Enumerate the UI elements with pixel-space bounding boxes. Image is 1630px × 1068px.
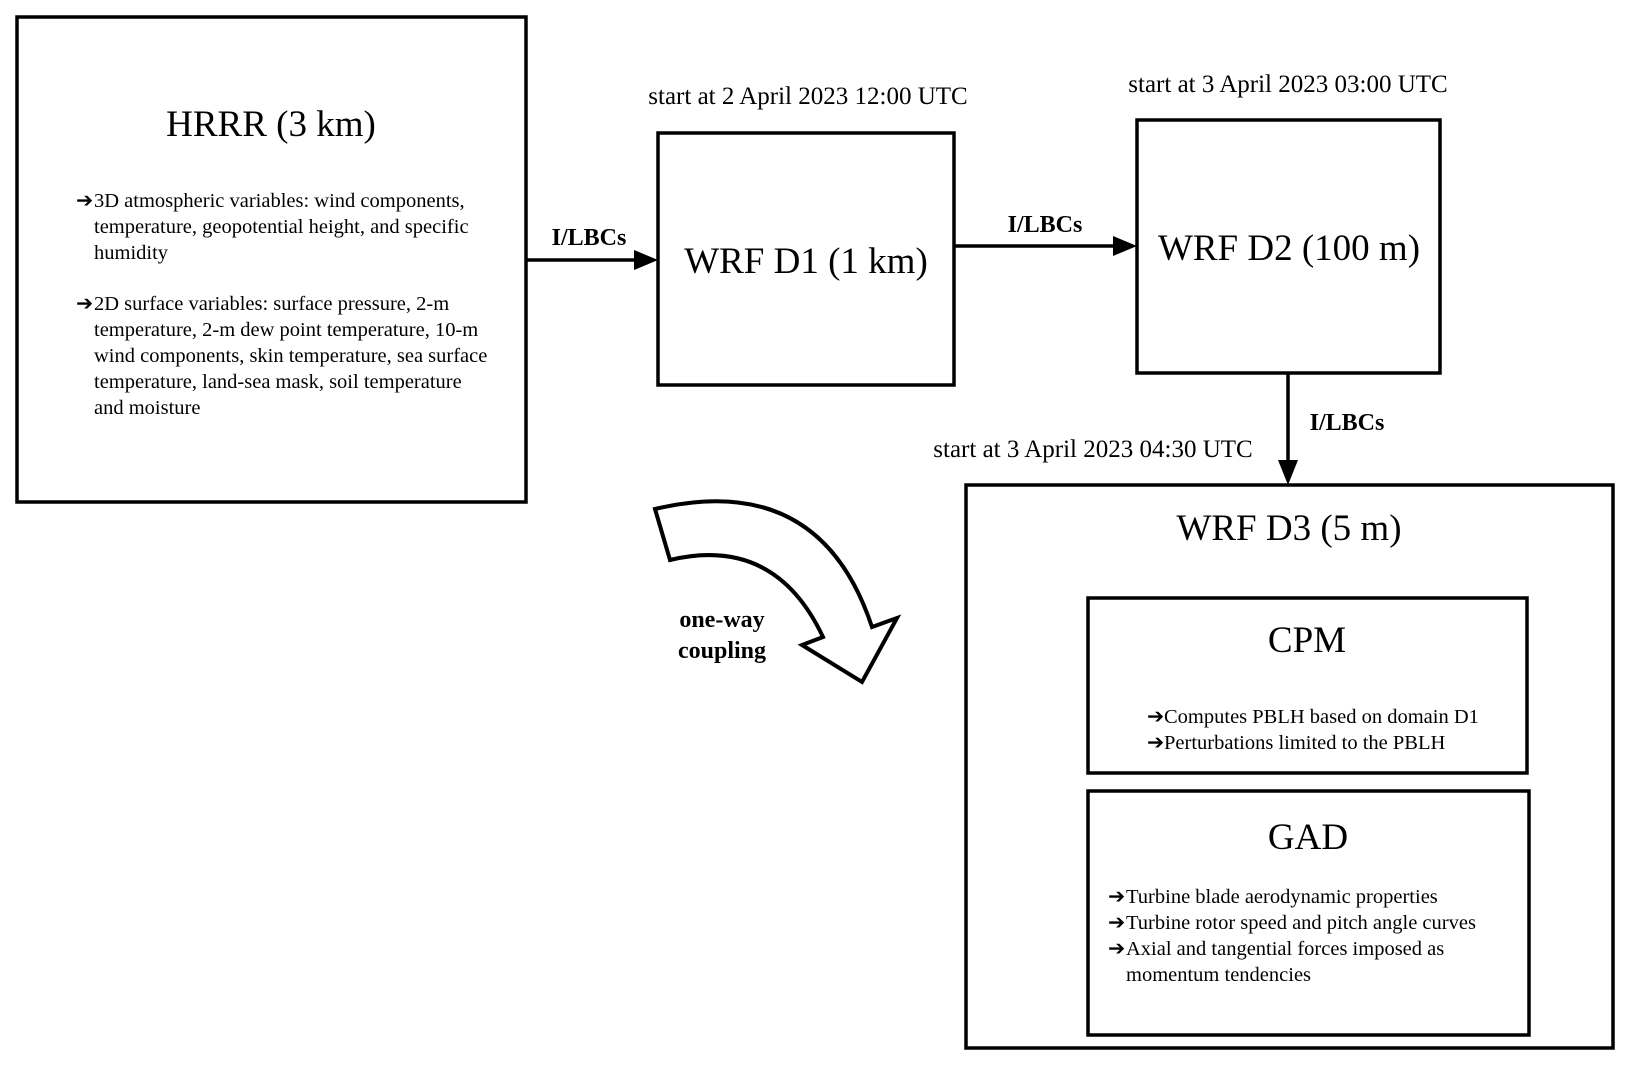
- cpm-bullet-list: ➔Computes PBLH based on domain D1➔Pertur…: [1147, 706, 1479, 754]
- bullet-text-line: momentum tendencies: [1126, 964, 1311, 986]
- bullet-text-line: Perturbations limited to the PBLH: [1164, 732, 1445, 754]
- d1-box: [656, 131, 956, 387]
- arrowhead-right-icon: [1113, 236, 1137, 256]
- edge-label-ilbcs: I/LBCs: [1310, 410, 1385, 436]
- bullet-text-line: 3D atmospheric variables: wind component…: [94, 190, 465, 212]
- bullet-text-line: temperature, land-sea mask, soil tempera…: [94, 371, 462, 393]
- d2-title: WRF D2 (100 m): [1158, 228, 1420, 269]
- bullet-text-line: 2D surface variables: surface pressure, …: [94, 293, 449, 315]
- bullet-text-line: and moisture: [94, 397, 200, 419]
- bullet-item: ➔2D surface variables: surface pressure,…: [76, 293, 487, 419]
- hrrr-node: HRRR (3 km) ➔3D atmospheric variables: w…: [15, 15, 528, 504]
- bullet-text-line: temperature, 2-m dew point temperature, …: [94, 319, 478, 341]
- bullet-item: ➔Turbine blade aerodynamic properties: [1108, 886, 1438, 908]
- gad-node: GAD ➔Turbine blade aerodynamic propertie…: [1086, 789, 1531, 1037]
- d1-title: WRF D1 (1 km): [684, 241, 928, 282]
- gad-title: GAD: [1268, 817, 1348, 858]
- one-way-coupling: one-way coupling: [652, 499, 902, 685]
- edge-d1-to-d2: I/LBCs: [954, 212, 1137, 256]
- edge-label-ilbcs: I/LBCs: [1008, 212, 1083, 238]
- bullet-item: ➔3D atmospheric variables: wind componen…: [76, 190, 469, 264]
- d3-start-label: start at 3 April 2023 04:30 UTC: [933, 436, 1252, 463]
- bullet-text-line: Axial and tangential forces imposed as: [1126, 938, 1444, 960]
- bullet-arrow-icon: ➔: [1108, 886, 1125, 908]
- bullet-item: ➔Perturbations limited to the PBLH: [1147, 732, 1445, 754]
- edge-hrrr-to-d1: I/LBCs: [526, 225, 658, 270]
- hrrr-box: [15, 15, 528, 504]
- d3-title: WRF D3 (5 m): [1176, 508, 1401, 549]
- bullet-text-line: wind components, skin temperature, sea s…: [94, 345, 487, 367]
- gad-box: [1086, 789, 1531, 1037]
- d1-node: start at 2 April 2023 12:00 UTC WRF D1 (…: [648, 83, 968, 387]
- bullet-text-line: temperature, geopotential height, and sp…: [94, 216, 469, 238]
- edge-label-ilbcs: I/LBCs: [552, 225, 627, 251]
- edge-d2-to-d3: I/LBCs: [1278, 373, 1384, 485]
- bullet-arrow-icon: ➔: [1147, 732, 1164, 754]
- d2-start-label: start at 3 April 2023 03:00 UTC: [1128, 71, 1447, 98]
- cpm-box: [1086, 596, 1529, 775]
- d2-node: start at 3 April 2023 03:00 UTC WRF D2 (…: [1128, 71, 1448, 375]
- hrrr-bullet-list: ➔3D atmospheric variables: wind componen…: [76, 190, 487, 419]
- arrowhead-down-icon: [1278, 460, 1298, 485]
- gad-bullet-list: ➔Turbine blade aerodynamic properties➔Tu…: [1108, 886, 1476, 986]
- bullet-arrow-icon: ➔: [76, 293, 93, 315]
- bullet-item: ➔Turbine rotor speed and pitch angle cur…: [1108, 912, 1476, 934]
- bullet-arrow-icon: ➔: [1147, 706, 1164, 728]
- d3-node: start at 3 April 2023 04:30 UTC WRF D3 (…: [933, 436, 1615, 1050]
- coupling-label-line-1: one-way: [679, 607, 764, 633]
- bullet-text-line: Turbine blade aerodynamic properties: [1126, 886, 1438, 908]
- coupling-label-line-2: coupling: [678, 638, 766, 664]
- d1-start-label: start at 2 April 2023 12:00 UTC: [648, 83, 967, 110]
- bullet-item: ➔Computes PBLH based on domain D1: [1147, 706, 1479, 728]
- bullet-text-line: Computes PBLH based on domain D1: [1164, 706, 1479, 728]
- d2-box: [1135, 118, 1442, 375]
- cpm-title: CPM: [1268, 620, 1346, 661]
- bullet-arrow-icon: ➔: [1108, 912, 1125, 934]
- arrowhead-right-icon: [634, 250, 658, 270]
- hrrr-title: HRRR (3 km): [166, 104, 376, 145]
- bullet-item: ➔Axial and tangential forces imposed as m…: [1108, 938, 1444, 986]
- bullet-text-line: humidity: [94, 242, 169, 264]
- bullet-text-line: Turbine rotor speed and pitch angle curv…: [1126, 912, 1476, 934]
- curved-arrow-icon: [652, 499, 902, 685]
- bullet-arrow-icon: ➔: [1108, 938, 1125, 960]
- cpm-node: CPM ➔Computes PBLH based on domain D1➔Pe…: [1086, 596, 1529, 775]
- bullet-arrow-icon: ➔: [76, 190, 93, 212]
